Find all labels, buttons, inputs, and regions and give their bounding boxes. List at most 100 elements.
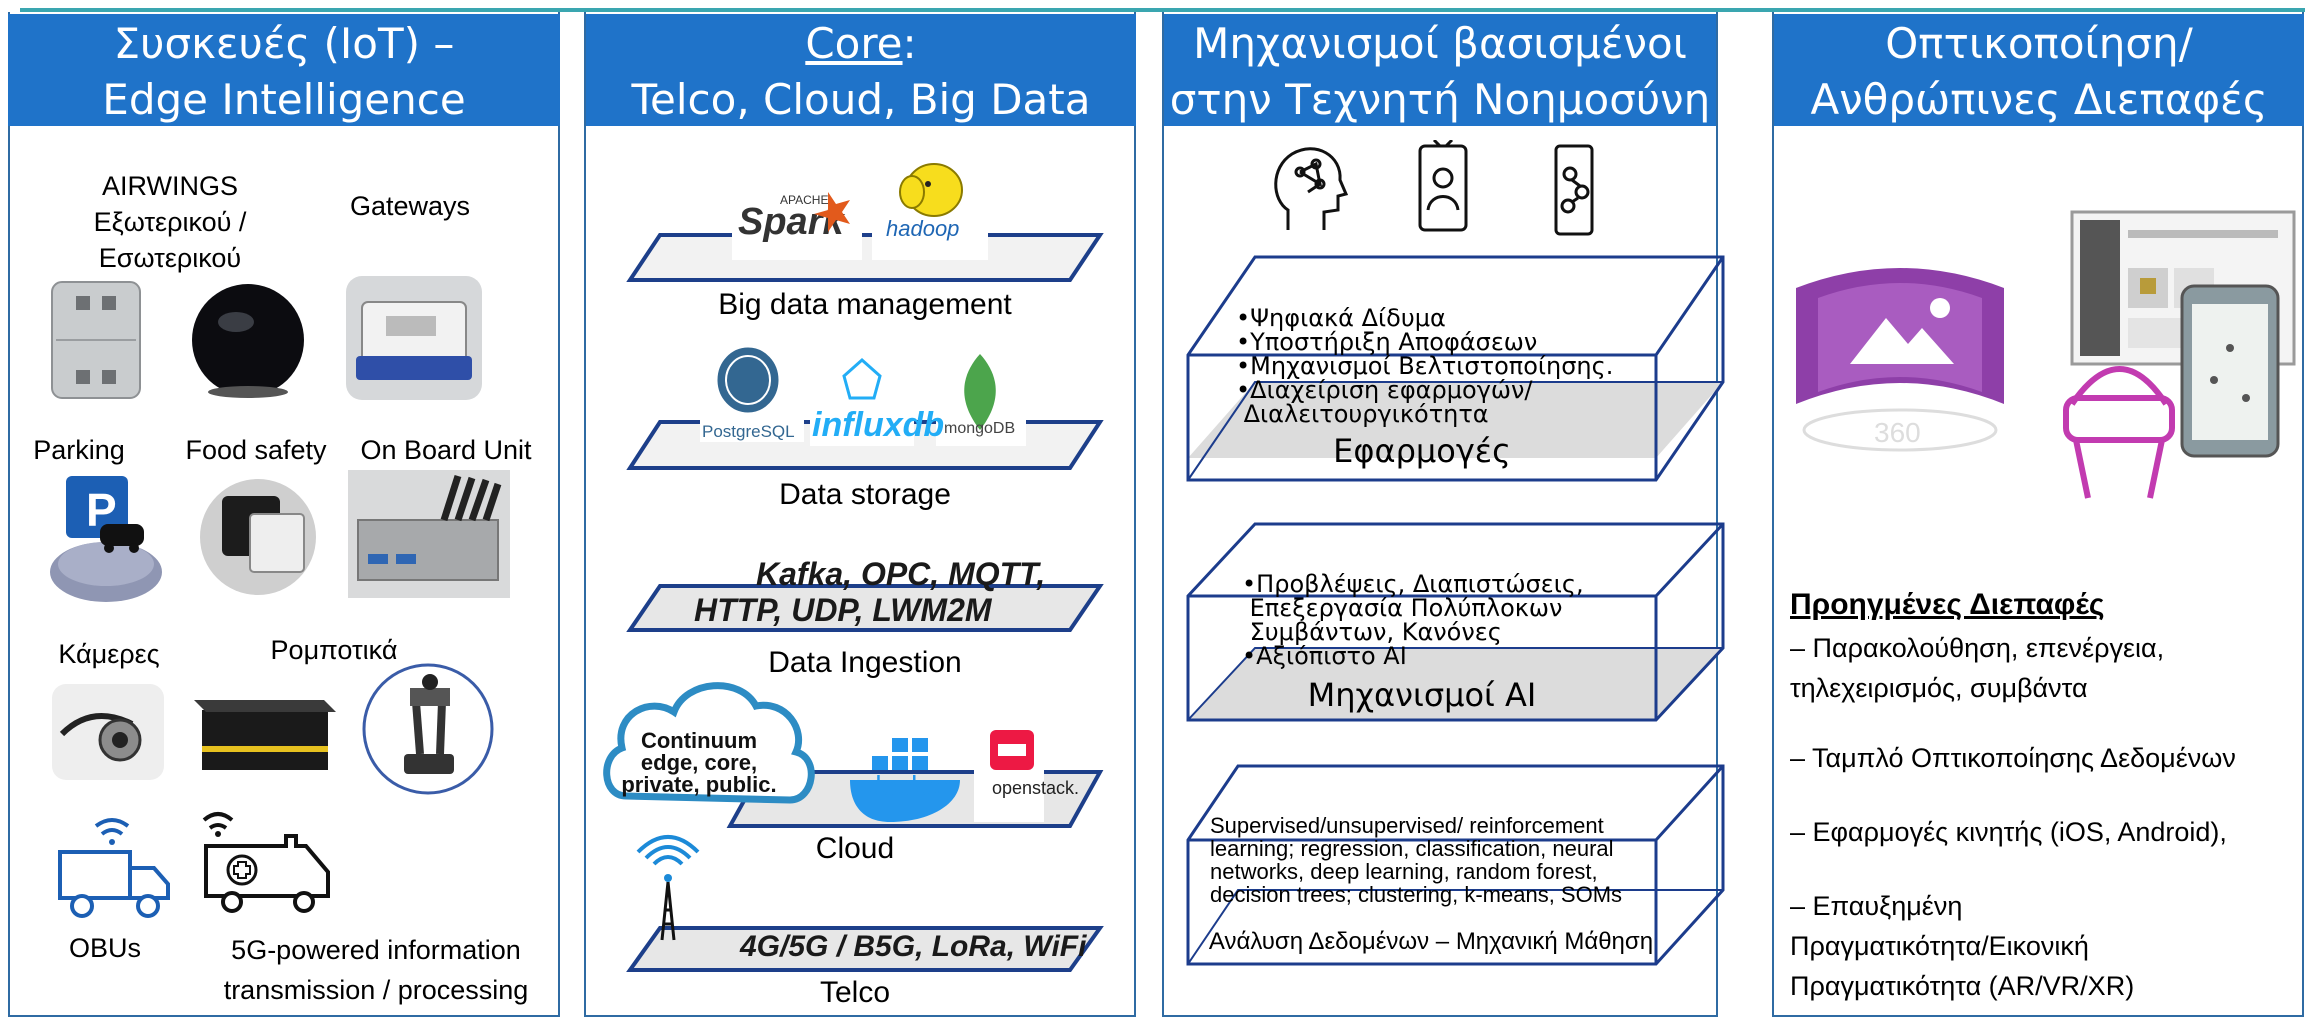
ai-box3-item: networks, deep learning, random forest,: [1210, 859, 1598, 884]
parking-sensor-icon: P: [50, 476, 162, 602]
header-core-line2: Telco, Cloud, Big Data: [631, 75, 1091, 124]
influxdb-label: influxdb: [812, 406, 945, 444]
svg-text:hadoop: hadoop: [886, 216, 959, 241]
ai-box3-title: Ανάλυση Δεδομένων – Μηχανική Μάθηση: [1208, 928, 1654, 955]
panorama-360-icon: 360: [1796, 268, 2004, 452]
visual-item-dashboard: – Ταμπλό Οπτικοποίησης Δεδομένων: [1790, 738, 2236, 778]
visual-heading: Προηγμένες Διεπαφές: [1790, 588, 2105, 621]
postgresql-logo-icon: [714, 344, 782, 416]
airwings-outdoor-device-icon: [51, 281, 141, 399]
visual-item-monitoring: – Παρακολούθηση, επενέργεια, τηλεχειρισμ…: [1790, 628, 2164, 708]
ai-box-applications: [1186, 255, 1725, 482]
robot-box-icon: [194, 700, 336, 770]
phone-network-icon: [1554, 144, 1594, 236]
header-ai-line2: στην Τεχνητή Νοημοσύνη: [1169, 75, 1711, 124]
header-visual-line2: Ανθρώπινες Διεπαφές: [1810, 75, 2268, 124]
ai-box2-item: Συμβάντων, Κανόνες: [1242, 618, 1502, 646]
ai-box1-item: •Μηχανισμοί Βελτιστοποίησης.: [1236, 352, 1614, 380]
visualization-illustration: 360: [1796, 210, 2296, 499]
mongodb-logo-icon: [964, 354, 996, 430]
ingestion-line1: Kafka, OPC, MQTT,: [756, 556, 1046, 592]
telco-label: Telco: [819, 976, 891, 1009]
visual-item-ar-vr-line2: Πραγματικότητα/Εικονική: [1790, 931, 2089, 961]
ai-box1-item: •Υποστήριξη Αποφάσεων: [1236, 328, 1538, 356]
hadoop-logo-icon: hadoop: [886, 163, 963, 241]
ai-box2-list: •Προβλέψεις, Διαπιστώσεις, Επεξεργασία Π…: [1242, 572, 1584, 668]
label-5g-powered: 5G-powered information transmission / pr…: [206, 930, 546, 1010]
label-airwings-line1: AIRWINGS: [101, 171, 238, 201]
header-visual: Οπτικοποίηση/ Ανθρώπινες Διεπαφές: [1774, 14, 2304, 126]
telco-protocols: 4G/5G / B5G, LoRa, WiFi: [740, 930, 1087, 963]
visual-item-ar-vr-line3: Πραγματικότητα (AR/VR/XR): [1790, 971, 2135, 1001]
label-robotics: Ρομποτικά: [270, 635, 398, 665]
gateway-device-icon: [346, 276, 482, 400]
svg-text:Spark: Spark: [738, 201, 845, 243]
cloud-text-line1: Continuum: [640, 728, 758, 753]
label-cameras: Κάμερες: [58, 639, 160, 669]
header-devices-line1: Συσκευές (IoT) –: [113, 19, 455, 68]
onboard-unit-icon: [348, 470, 510, 598]
ai-box3-item: decision trees; clustering, k-means, SOM…: [1210, 882, 1623, 907]
ai-box2-item: •Αξιόπιστο ΑΙ: [1242, 642, 1407, 670]
postgresql-label: PostgreSQL: [702, 422, 795, 441]
ai-box1-item: •Ψηφιακά Δίδυμα: [1236, 304, 1446, 332]
food-safety-sensor-icon: [200, 479, 316, 595]
ingestion-label: Data Ingestion: [768, 646, 962, 679]
label-gateways: Gateways: [349, 191, 471, 221]
column-visual: [1772, 12, 2304, 1017]
ai-boxes: [1186, 255, 1725, 966]
visual-item-mobile-line1: – Εφαρμογές κινητής (iOS, Android),: [1790, 817, 2227, 847]
label-airwings: AIRWINGS Εξωτερικού / Εσωτερικού: [60, 168, 280, 276]
ai-box-ml: [1186, 764, 1725, 966]
docker-label: docker: [866, 770, 951, 801]
top-accent-line: [20, 8, 2305, 12]
antenna-icon: [636, 835, 700, 941]
platform-telco: [626, 835, 1104, 972]
ai-box1-item: •Διαχείριση εφαρμογών/: [1236, 376, 1533, 404]
vr-headset-icon: [2063, 366, 2175, 499]
phone-user-icon: [1418, 140, 1468, 232]
header-ai: Μηχανισμοί βασισμένοι στην Τεχνητή Νοημο…: [1164, 14, 1716, 126]
robot-arm-icon: [362, 663, 494, 795]
ai-box1-list: •Ψηφιακά Δίδυμα •Υποστήριξη Αποφάσεων •Μ…: [1236, 306, 1613, 426]
header-ai-line1: Μηχανισμοί βασισμένοι: [1193, 19, 1687, 68]
visual-item-ar-vr-line1: – Επαυξημένη: [1790, 891, 1963, 921]
ambulance-wifi-icon: [202, 812, 330, 913]
cloud-label: Cloud: [815, 832, 895, 865]
ai-box1-item: Διαλειτουργικότητα: [1236, 400, 1489, 428]
visual-item-monitoring-line1: – Παρακολούθηση, επενέργεια,: [1790, 633, 2165, 663]
header-visual-line1: Οπτικοποίηση/: [1885, 19, 2193, 68]
docker-logo-icon: [850, 738, 960, 822]
header-core: Core: Telco, Cloud, Big Data: [586, 14, 1136, 126]
ai-box2-item: Επεξεργασία Πολύπλοκων: [1242, 594, 1563, 622]
header-core-line1: Core:: [586, 16, 1136, 72]
airwings-indoor-device-icon: [192, 284, 304, 398]
label-5g-line1: 5G-powered information: [231, 935, 521, 965]
ingestion-line2: HTTP, UDP, LWM2M: [694, 592, 992, 628]
header-core-underlined: Core: [805, 19, 903, 68]
truck-wifi-icon: [58, 818, 170, 918]
header-core-colon: :: [902, 19, 917, 68]
label-5g-line2: transmission / processing: [223, 975, 529, 1005]
openstack-logo-icon: [990, 730, 1034, 770]
influxdb-logo-icon: [842, 357, 882, 400]
svg-text:360: 360: [1874, 417, 1921, 448]
cloud-text: Continuum edge, core, private, public.: [598, 730, 800, 796]
cloud-text-line2: edge, core,: [640, 750, 758, 775]
spark-logo-icon: APACHE Spark: [738, 192, 850, 243]
openstack-label: openstack.: [992, 778, 1080, 798]
visual-item-mobile: – Εφαρμογές κινητής (iOS, Android),: [1790, 812, 2227, 852]
ai-box-ai-mechanisms: [1186, 522, 1725, 722]
bigdata-label: Big data management: [718, 288, 1012, 321]
cloud-text-line3: private, public.: [621, 772, 777, 797]
ai-box3-item: Supervised/unsupervised/ reinforcement: [1210, 813, 1604, 838]
visual-item-ar-vr: – Επαυξημένη Πραγματικότητα/Εικονική Πρα…: [1790, 886, 2134, 1006]
mobile-device-icon: [2180, 284, 2280, 458]
label-airwings-line2: Εξωτερικού /: [93, 207, 247, 237]
ai-box2-item: •Προβλέψεις, Διαπιστώσεις,: [1242, 570, 1584, 598]
svg-text:APACHE: APACHE: [780, 193, 828, 207]
label-food-safety: Food safety: [185, 435, 327, 465]
cloud-icon: [603, 682, 815, 804]
platform-storage: [626, 338, 1104, 470]
mongodb-label: mongoDB: [944, 420, 1016, 437]
